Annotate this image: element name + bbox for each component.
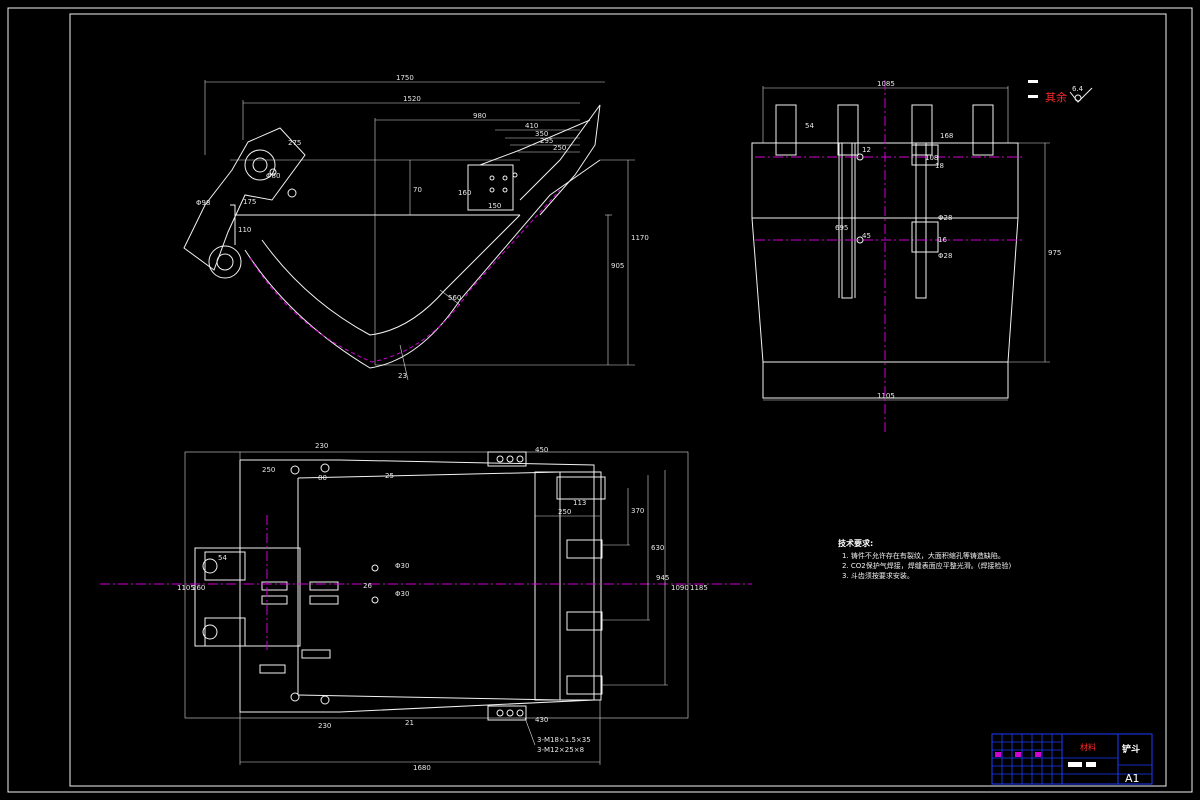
- dim-945: 945: [656, 574, 669, 582]
- surface-roughness-mark: 其余 6.4: [1028, 80, 1093, 104]
- dim-1185: 1185: [690, 584, 708, 592]
- dim-54: 54: [805, 122, 814, 130]
- dim-phi28-b: Φ28: [938, 252, 952, 260]
- plan-view: 230 450 250 113 250 370 630 945 1090 118…: [100, 442, 752, 772]
- dim-18: 18: [935, 162, 944, 170]
- dim-975: 975: [1048, 249, 1061, 257]
- tech-requirements: 技术要求: 1. 铸件不允许存在有裂纹，大面积缩孔等铸造缺陷。 2. CO2保护…: [838, 538, 1011, 580]
- tech-requirements-title: 技术要求:: [838, 538, 873, 548]
- dim-168: 168: [940, 132, 953, 140]
- dim-630: 630: [651, 544, 664, 552]
- dim-175: 175: [243, 198, 256, 206]
- dim-370: 370: [631, 507, 644, 515]
- title-block-part-name: 铲斗: [1122, 743, 1140, 755]
- dim-260: 260: [192, 584, 205, 592]
- tech-requirement-2: 2. CO2保护气焊接，焊缝表面应平整光滑。(焊接检验): [842, 561, 1011, 570]
- dim-1105-left: 1105: [177, 584, 195, 592]
- title-block-material: 材料: [1080, 742, 1096, 752]
- dim-430: 430: [535, 716, 548, 724]
- dim-phi80: Φ80: [266, 172, 280, 180]
- dim-25: 25: [385, 472, 394, 480]
- dim-phi30-b: Φ30: [395, 590, 409, 598]
- tech-requirement-3: 3. 斗齿须按要求安装。: [842, 571, 914, 580]
- dim-1090: 1090: [671, 584, 689, 592]
- roughness-value: 6.4: [1072, 85, 1084, 93]
- callout-m12: 3-M12×25×8: [537, 746, 584, 754]
- dim-23: 23: [398, 372, 407, 380]
- dim-250-left: 250: [262, 466, 275, 474]
- dim-80: 80: [318, 474, 327, 482]
- side-view: 1750 1520 980 410 350 295 250 275 175 15…: [183, 74, 649, 381]
- dim-1750: 1750: [396, 74, 414, 82]
- inner-frame: [69, 13, 1167, 787]
- dim-350: 350: [535, 130, 548, 138]
- dim-275: 275: [288, 139, 301, 147]
- dim-1105: 1105: [877, 392, 895, 400]
- dim-110: 110: [238, 226, 251, 234]
- dim-1680: 1680: [413, 764, 431, 772]
- dim-phi98: Φ98: [196, 199, 210, 207]
- title-block-sheet-size: A1: [1125, 772, 1140, 785]
- callout-m18: 3-M18×1.5×35: [537, 736, 591, 744]
- dim-410: 410: [525, 122, 538, 130]
- dim-295: 295: [540, 137, 553, 145]
- dim-108: 108: [925, 154, 938, 162]
- dim-12: 12: [862, 146, 871, 154]
- dim-980: 980: [473, 112, 486, 120]
- dim-70: 70: [413, 186, 422, 194]
- dim-45: 45: [862, 232, 871, 240]
- dim-1170: 1170: [631, 234, 649, 242]
- title-block: 材料 铲斗 A1: [991, 733, 1153, 785]
- dim-160: 160: [458, 189, 471, 197]
- dim-26: 26: [363, 582, 372, 590]
- outer-frame: [7, 7, 1193, 793]
- dim-695: 695: [835, 224, 848, 232]
- dim-250-right: 250: [558, 508, 571, 516]
- dim-230-bottom: 230: [318, 722, 331, 730]
- dim-phi30-a: Φ30: [395, 562, 409, 570]
- dim-phi28-a: Φ28: [938, 214, 952, 222]
- dim-905: 905: [611, 262, 624, 270]
- tech-requirement-1: 1. 铸件不允许存在有裂纹，大面积缩孔等铸造缺陷。: [842, 551, 1005, 560]
- dim-560: 560: [448, 294, 461, 302]
- dim-21: 21: [405, 719, 414, 727]
- dim-1085: 1085: [877, 80, 895, 88]
- dim-1520: 1520: [403, 95, 421, 103]
- dim-54: 54: [218, 554, 227, 562]
- dim-230-top: 230: [315, 442, 328, 450]
- dim-16: 16: [938, 236, 947, 244]
- dim-150: 150: [488, 202, 501, 210]
- roughness-others-label: 其余: [1045, 90, 1067, 104]
- dim-250: 250: [553, 144, 566, 152]
- dim-450: 450: [535, 446, 548, 454]
- dim-113: 113: [573, 499, 586, 507]
- front-view: 1085 54 1105 975 695 168 108 12 18 Φ28 1…: [751, 80, 1093, 432]
